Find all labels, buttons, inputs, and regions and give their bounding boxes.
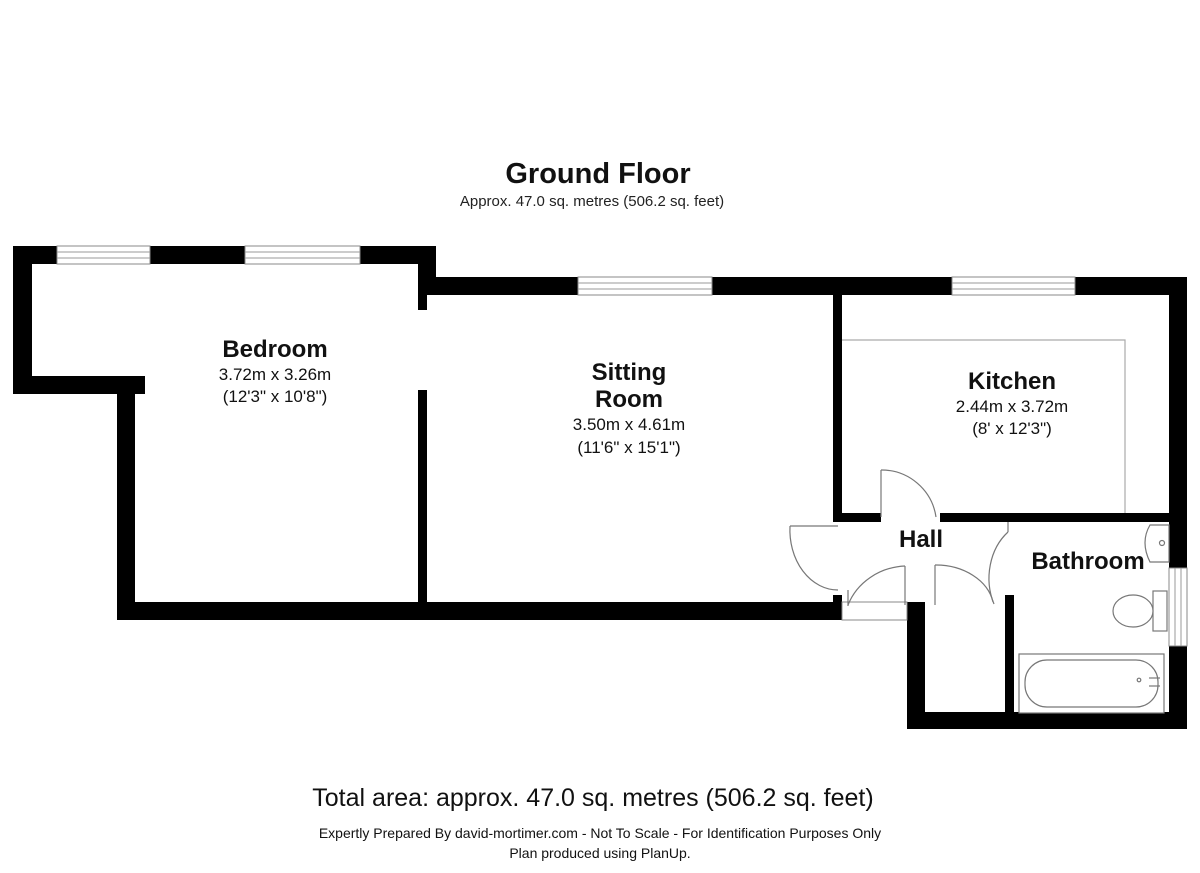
- sink-icon: [1144, 524, 1170, 563]
- wall-partition-bottom: [418, 390, 427, 604]
- wall-kitchen-bottom-left: [833, 513, 881, 522]
- bath-icon: [1018, 653, 1165, 714]
- room-name-sitting-line1: Sitting: [592, 359, 667, 386]
- room-bedroom: Bedroom 3.72m x 3.26m (12'3" x 10'8"): [219, 336, 331, 406]
- floor-area: Approx. 47.0 sq. metres (506.2 sq. feet): [460, 193, 724, 210]
- doors: [789, 469, 1009, 621]
- room-name-bedroom: Bedroom: [222, 336, 327, 363]
- wall-cupboard-bathroom: [1005, 595, 1014, 715]
- room-sitting-room: Sitting Room 3.50m x 4.61m (11'6" x 15'1…: [573, 359, 685, 457]
- room-name-sitting-line2: Room: [595, 386, 663, 413]
- wall-right-outer: [1169, 277, 1187, 729]
- room-imperial-kitchen: (8' x 12'3"): [972, 419, 1052, 438]
- room-metric-kitchen: 2.44m x 3.72m: [956, 397, 1068, 416]
- wall-bottom-main: [117, 602, 845, 620]
- window-bedroom-2: [244, 245, 361, 265]
- wall-bottom-right: [907, 712, 1187, 729]
- total-area: Total area: approx. 47.0 sq. metres (506…: [312, 784, 873, 812]
- wall-kitchen-bottom-right: [940, 513, 1175, 522]
- wall-bedroom-left: [13, 246, 32, 394]
- door-bathroom: [988, 522, 1009, 605]
- room-imperial-sitting: (11'6" x 15'1"): [577, 438, 680, 457]
- disclaimer: Expertly Prepared By david-mortimer.com …: [319, 825, 881, 841]
- wall-cupboard-left: [907, 602, 925, 729]
- room-name-bathroom: Bathroom: [1031, 548, 1144, 575]
- wall-bedroom-step: [13, 376, 145, 394]
- plan-credit: Plan produced using PlanUp.: [509, 845, 690, 861]
- door-kitchen: [880, 469, 937, 518]
- wall-bedroom-left-lower: [117, 376, 135, 620]
- room-kitchen: Kitchen 2.44m x 3.72m (8' x 12'3"): [956, 368, 1068, 438]
- walls: [13, 246, 1187, 729]
- fixtures: [842, 339, 1170, 714]
- room-metric-bedroom: 3.72m x 3.26m: [219, 365, 331, 384]
- room-name-hall: Hall: [899, 526, 943, 553]
- door-cupboard: [934, 564, 994, 605]
- room-imperial-bedroom: (12'3" x 10'8"): [223, 387, 328, 406]
- door-sitting-room: [789, 525, 839, 591]
- wall-sitting-kitchen: [833, 290, 842, 522]
- room-name-kitchen: Kitchen: [968, 368, 1056, 395]
- window-kitchen: [951, 276, 1076, 296]
- door-entrance: [841, 565, 908, 621]
- floor-title: Ground Floor: [505, 158, 690, 190]
- kitchen-counter: [842, 339, 1126, 513]
- windows: [56, 245, 1188, 647]
- room-metric-sitting: 3.50m x 4.61m: [573, 415, 685, 434]
- toilet-icon: [1112, 590, 1168, 632]
- window-sitting-room: [577, 276, 713, 296]
- window-bedroom-1: [56, 245, 151, 265]
- window-bathroom: [1168, 567, 1188, 647]
